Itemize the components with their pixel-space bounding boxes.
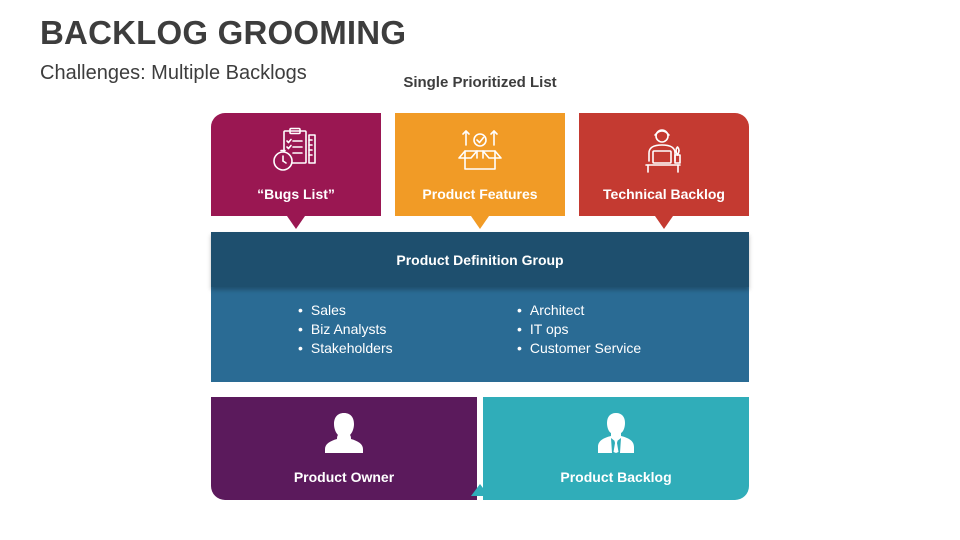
- person-silhouette-icon: [324, 411, 364, 458]
- product-definition-group-header: Product Definition Group: [211, 232, 749, 287]
- clipboard-stopwatch-icon: [272, 127, 320, 176]
- businessman-silhouette-icon: [596, 411, 636, 458]
- card-technical-backlog: Technical Backlog: [579, 113, 749, 229]
- box-product-backlog: Product Backlog: [483, 397, 749, 500]
- list-item: Customer Service: [517, 339, 641, 358]
- group-members-left: Sales Biz Analysts Stakeholders: [298, 301, 393, 358]
- developer-at-laptop-icon: [640, 127, 688, 176]
- box-label: Product Owner: [293, 469, 395, 485]
- page-subtitle: Challenges: Multiple Backlogs: [40, 62, 307, 84]
- box-product-owner: Product Owner: [211, 397, 477, 500]
- list-item: IT ops: [517, 320, 641, 339]
- pointer-arrow: [471, 484, 489, 496]
- single-prioritized-list-label: Single Prioritized List: [403, 74, 557, 91]
- open-box-checkmark-icon: [455, 127, 505, 176]
- box-label: Product Backlog: [560, 469, 672, 485]
- card-label: Product Features: [422, 186, 538, 202]
- group-members-right: Architect IT ops Customer Service: [517, 301, 641, 358]
- pointer-arrow: [655, 216, 673, 229]
- card-label: Technical Backlog: [603, 186, 725, 202]
- card-label: “Bugs List”: [257, 186, 335, 202]
- list-item: Stakeholders: [298, 339, 393, 358]
- list-item: Biz Analysts: [298, 320, 393, 339]
- pointer-arrow: [287, 216, 305, 229]
- list-item: Sales: [298, 301, 393, 320]
- list-item: Architect: [517, 301, 641, 320]
- pointer-arrow: [471, 216, 489, 229]
- card-product-features: Product Features: [395, 113, 565, 229]
- card-bugs-list: “Bugs List”: [211, 113, 381, 229]
- product-definition-group-body: Sales Biz Analysts Stakeholders Architec…: [211, 287, 749, 382]
- group-title: Product Definition Group: [396, 251, 564, 268]
- page-title: BACKLOG GROOMING: [40, 14, 407, 51]
